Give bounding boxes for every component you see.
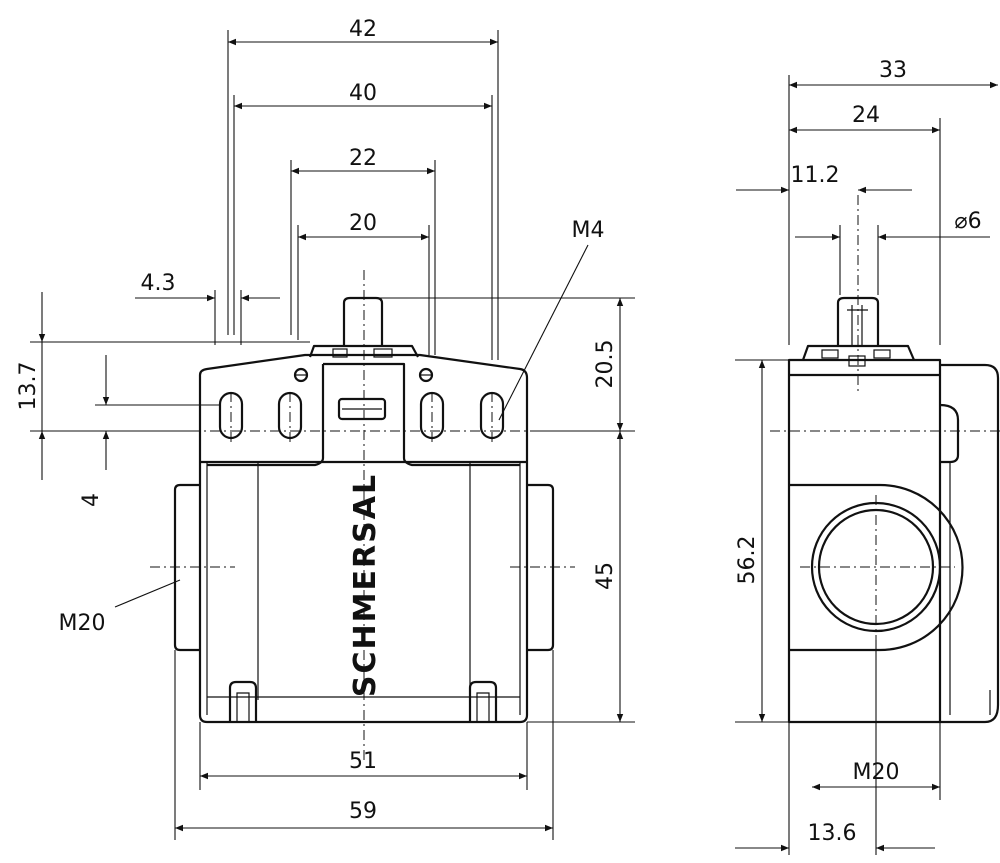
cover-step: [939, 403, 960, 464]
side-collar: [801, 344, 916, 361]
dim-51: 51: [349, 749, 377, 774]
dim-40: 40: [349, 81, 377, 106]
label-m20-side: M20: [853, 760, 900, 785]
side-conduit-boss: [789, 483, 964, 652]
mounting-slot-3: [419, 391, 445, 440]
dim-13-7: 13.7: [16, 362, 41, 411]
foot-left: [228, 680, 258, 722]
label-m20-front: M20: [59, 611, 106, 636]
plunger-tooth-1: [332, 348, 348, 358]
actuator-housing-left: [207, 364, 325, 467]
dim-20: 20: [349, 211, 377, 236]
side-view: 33 24 11.2 ⌀6 56.2 M20 13.6: [735, 58, 1000, 855]
plunger-tooth-2: [373, 348, 393, 358]
housing-outline: [198, 353, 529, 724]
dim-42: 42: [349, 17, 377, 42]
dim-56-2: 56.2: [735, 536, 760, 585]
label-m4: M4: [572, 218, 605, 243]
actuator-housing: [323, 362, 520, 467]
dim-45: 45: [593, 562, 618, 590]
dim-24: 24: [852, 103, 880, 128]
brand-logo: SCHMERSAL: [348, 473, 383, 697]
leader-m20-front: [114, 579, 181, 608]
dim-11-2: 11.2: [791, 163, 840, 188]
status-window: [337, 397, 387, 421]
dim-4: 4: [79, 493, 104, 507]
foot-right: [468, 680, 498, 722]
mounting-slot-1: [218, 391, 244, 440]
mounting-slot-4: [479, 391, 505, 440]
mounting-slot-2: [277, 391, 303, 440]
cover-outline: [940, 363, 1000, 724]
plunger: [342, 296, 384, 345]
dim-13-6: 13.6: [808, 821, 857, 846]
dim-59: 59: [349, 799, 377, 824]
dim-22: 22: [349, 146, 377, 171]
foot-left-inner: [236, 692, 250, 722]
dim-20-5: 20.5: [593, 340, 618, 389]
side-body-outline: [787, 358, 942, 724]
plunger-collar: [308, 344, 419, 358]
dim-33: 33: [879, 58, 907, 83]
leader-m4: [498, 244, 589, 421]
front-view: SCHMERSAL 42 40: [16, 17, 635, 840]
foot-right-inner: [476, 692, 490, 722]
dim-4-3: 4.3: [141, 271, 176, 296]
dim-d6: ⌀6: [954, 209, 981, 234]
